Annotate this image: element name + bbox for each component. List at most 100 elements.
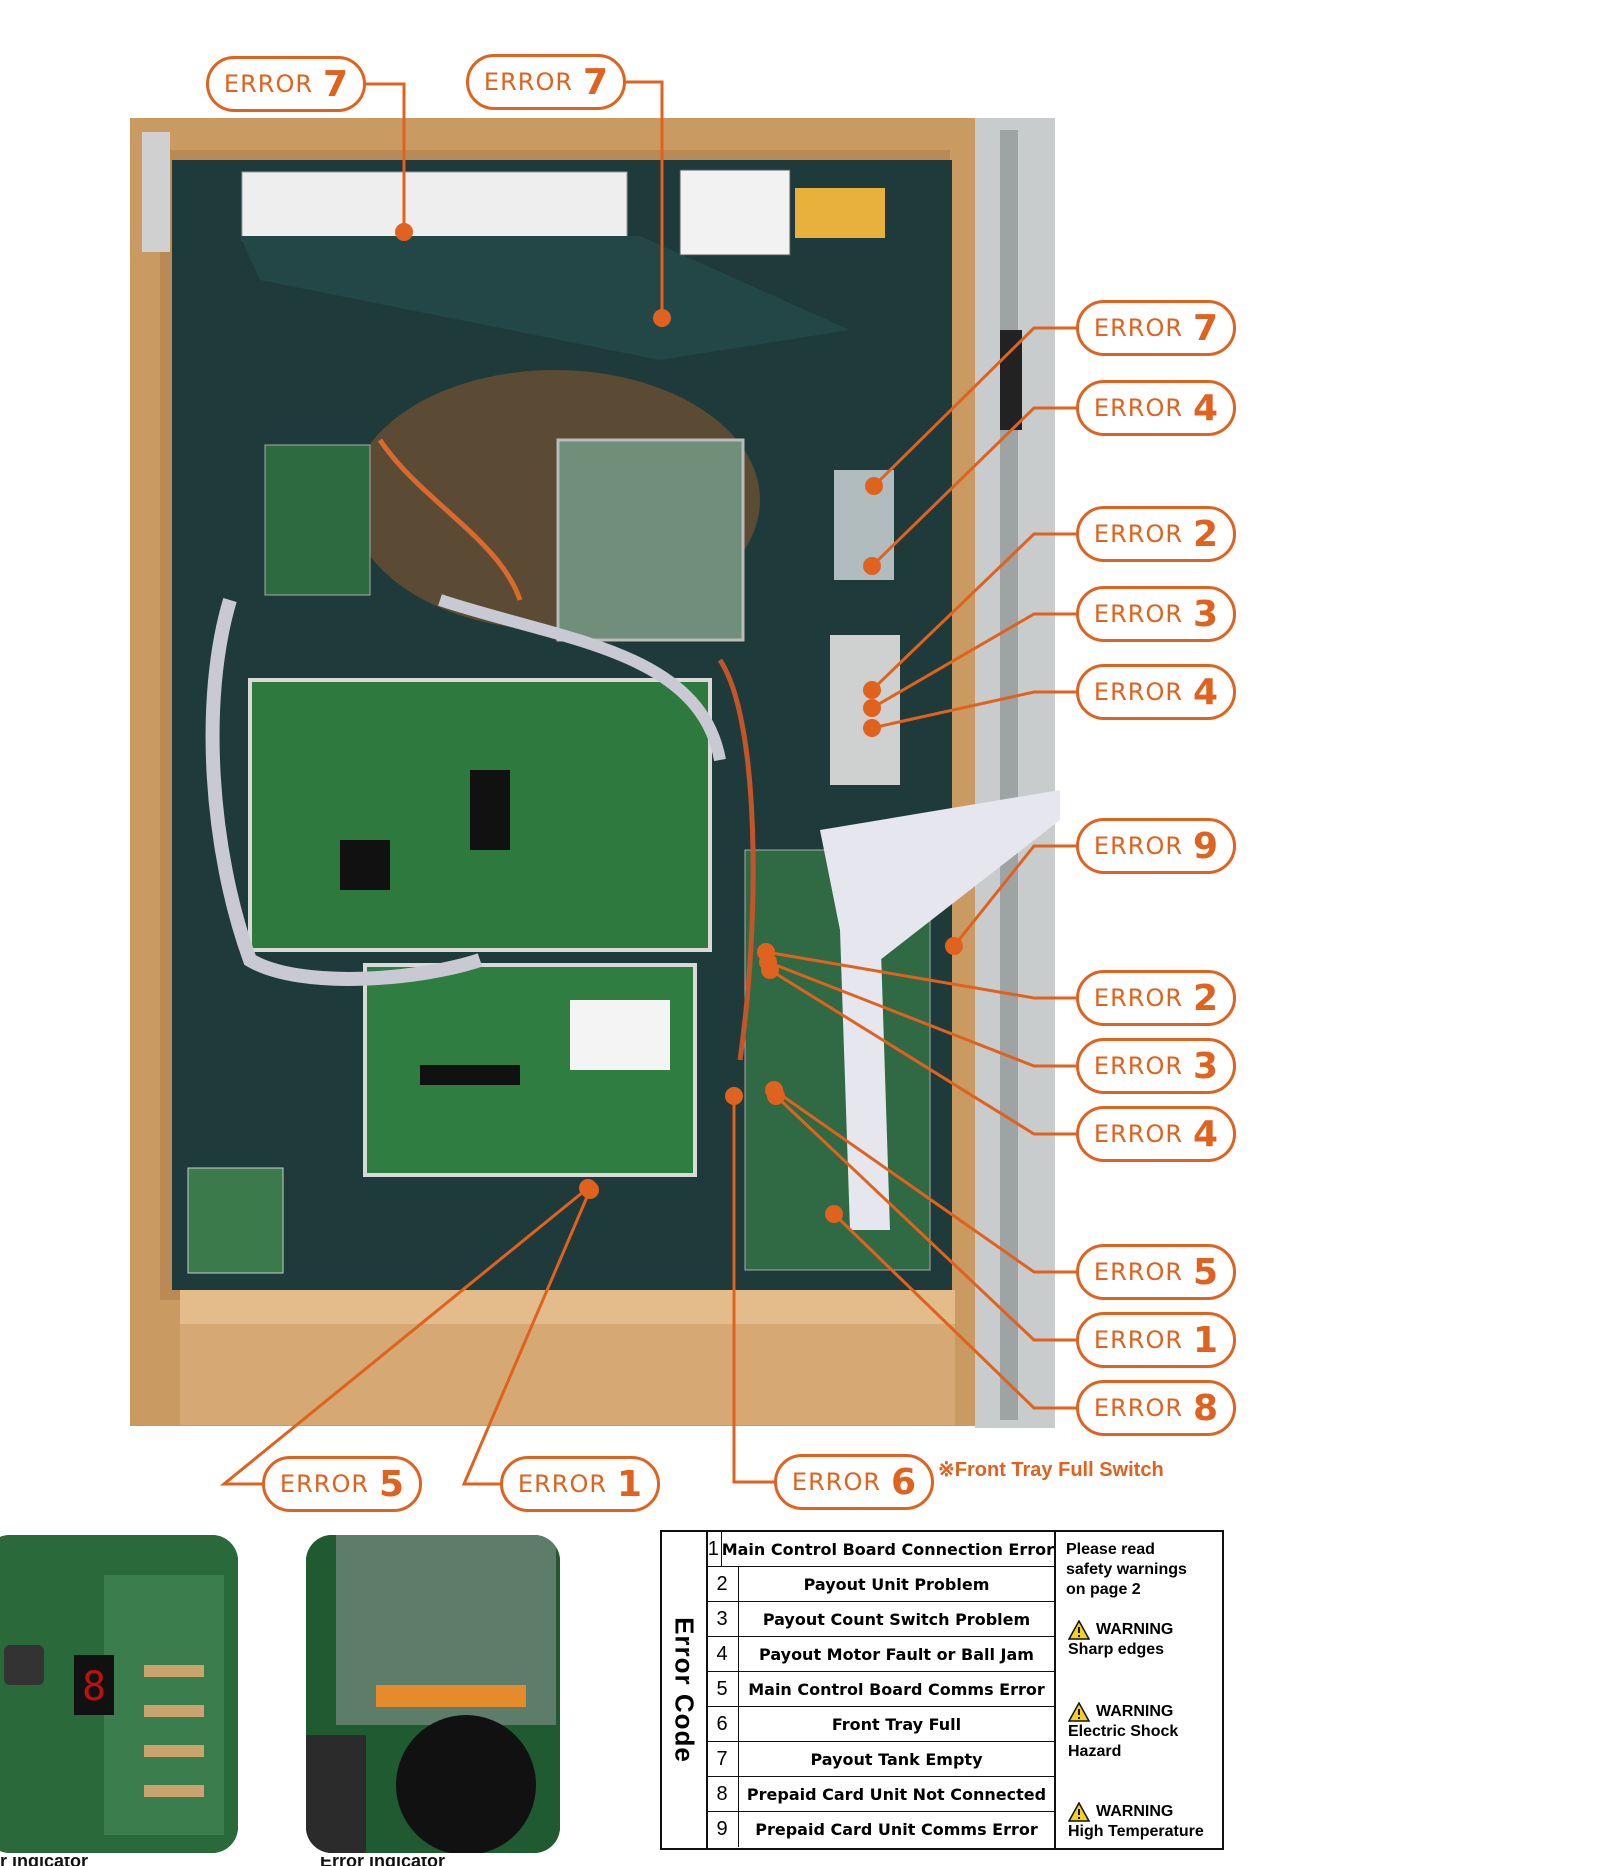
error-code-heading: Error Code — [669, 1617, 700, 1763]
error-number: 1 — [706, 1532, 722, 1566]
callout-code: 9 — [1193, 825, 1219, 867]
table-row: 1 Main Control Board Connection Error — [706, 1532, 1054, 1567]
error-callout: ERROR 2 — [1076, 970, 1236, 1026]
error-callout: ERROR 2 — [1076, 506, 1236, 562]
error-description: Payout Tank Empty — [810, 1749, 983, 1769]
callout-text: ERROR — [791, 1468, 882, 1496]
error-description: Payout Unit Problem — [803, 1574, 990, 1594]
metal-bracket — [142, 132, 170, 252]
error-callout: ERROR 8 — [1076, 1380, 1236, 1436]
error-number: 2 — [706, 1567, 739, 1601]
ribbon-cable-top — [820, 790, 1060, 960]
callout-code: 4 — [1193, 387, 1219, 429]
error-number: 9 — [706, 1812, 739, 1847]
callout-text: ERROR — [1093, 984, 1184, 1012]
warning-triangle-icon — [1068, 1620, 1090, 1640]
callout-code: 7 — [323, 63, 349, 105]
error-code-heading-cell: Error Code — [662, 1532, 708, 1848]
error-code-table: Error Code 1 Main Control Board Connecti… — [660, 1530, 1224, 1850]
callout-text: ERROR — [1093, 1120, 1184, 1148]
callout-text: ERROR — [1093, 1258, 1184, 1286]
photo-caption-right: Error indicator — [320, 1857, 445, 1866]
card-unit-board — [187, 1167, 284, 1274]
connector-yellow — [795, 188, 885, 238]
callout-code: 1 — [1193, 1319, 1219, 1361]
warning-text: High Temperature — [1068, 1823, 1204, 1840]
warning-triangle-icon — [1068, 1802, 1090, 1822]
error-description: Prepaid Card Unit Not Connected — [746, 1784, 1047, 1804]
callout-code: 2 — [1193, 977, 1219, 1019]
callout-code: 5 — [379, 1463, 405, 1505]
error-callout: ERROR 6 — [774, 1454, 934, 1510]
error-callout: ERROR 5 — [1076, 1244, 1236, 1300]
error-description: Prepaid Card Unit Comms Error — [755, 1820, 1038, 1839]
payout-tank-chute — [240, 236, 850, 360]
payout-unit — [834, 470, 894, 580]
table-row: 3 Payout Count Switch Problem — [706, 1602, 1054, 1637]
error-description: Main Control Board Comms Error — [748, 1679, 1045, 1699]
callout-text: ERROR — [1093, 832, 1184, 860]
error-description: Front Tray Full — [831, 1714, 962, 1734]
front-tray-note: ※Front Tray Full Switch — [938, 1459, 1164, 1481]
main-board-chip — [340, 840, 390, 890]
error-callout: ERROR 4 — [1076, 380, 1236, 436]
error-callout: ERROR 4 — [1076, 1106, 1236, 1162]
indicator-photo-left: 8 — [0, 1535, 238, 1853]
relay-board — [264, 444, 371, 596]
callout-code: 3 — [1193, 593, 1219, 635]
error-number: 8 — [706, 1777, 739, 1811]
callout-code: 7 — [1193, 307, 1219, 349]
table-row: 8 Prepaid Card Unit Not Connected — [706, 1777, 1054, 1812]
error-number: 6 — [706, 1707, 739, 1741]
error-number: 7 — [706, 1742, 739, 1776]
callout-code: 7 — [583, 61, 609, 103]
note-line: on page 2 — [1066, 1581, 1141, 1598]
callout-code: 6 — [891, 1461, 917, 1503]
warning-high-temperature: WARNING High Temperature — [1068, 1802, 1204, 1842]
callout-text: ERROR — [1093, 520, 1184, 548]
rail-slot — [1000, 330, 1022, 430]
callout-text: ERROR — [1093, 314, 1184, 342]
callout-text: ERROR — [279, 1470, 370, 1498]
error-callout: ERROR 9 — [1076, 818, 1236, 874]
table-row: 4 Payout Motor Fault or Ball Jam — [706, 1637, 1054, 1672]
error-description: Payout Motor Fault or Ball Jam — [759, 1644, 1034, 1664]
upper-board — [556, 438, 745, 642]
metal-rail-inner — [1000, 130, 1018, 1420]
payout-count-switch — [830, 635, 900, 785]
callout-code: 5 — [1193, 1251, 1219, 1293]
warning-text: Sharp edges — [1068, 1641, 1165, 1658]
warning-sharp-edges: WARNING Sharp edges — [1068, 1620, 1173, 1660]
callout-text: ERROR — [1093, 1394, 1184, 1422]
table-row: 2 Payout Unit Problem — [706, 1567, 1054, 1602]
callout-text: ERROR — [1093, 1326, 1184, 1354]
error-description: Payout Count Switch Problem — [762, 1609, 1031, 1629]
photo-caption-left: r indicator — [0, 1857, 88, 1866]
wood-shelf-lip — [180, 1290, 955, 1324]
error-callout: ERROR 7 — [1076, 300, 1236, 356]
table-row: 6 Front Tray Full — [706, 1707, 1054, 1742]
warning-title: WARNING — [1096, 1703, 1174, 1720]
table-row: 5 Main Control Board Comms Error — [706, 1672, 1054, 1707]
error-description: Main Control Board Connection Error — [721, 1539, 1054, 1559]
main-board-chip — [470, 770, 510, 850]
callout-text: ERROR — [223, 70, 314, 98]
error-number: 3 — [706, 1602, 739, 1636]
error-number: 4 — [706, 1637, 739, 1671]
warning-text: Electric Shock — [1068, 1723, 1179, 1740]
error-callout: ERROR 7 — [206, 56, 366, 112]
indicator-photo-right — [306, 1535, 560, 1853]
table-row: 7 Payout Tank Empty — [706, 1742, 1054, 1777]
callout-code: 2 — [1193, 513, 1219, 555]
callout-code: 4 — [1193, 671, 1219, 713]
warning-triangle-icon — [1068, 1702, 1090, 1722]
callout-code: 1 — [617, 1463, 643, 1505]
callout-code: 8 — [1193, 1387, 1219, 1429]
callout-text: ERROR — [1093, 394, 1184, 422]
callout-code: 4 — [1193, 1113, 1219, 1155]
